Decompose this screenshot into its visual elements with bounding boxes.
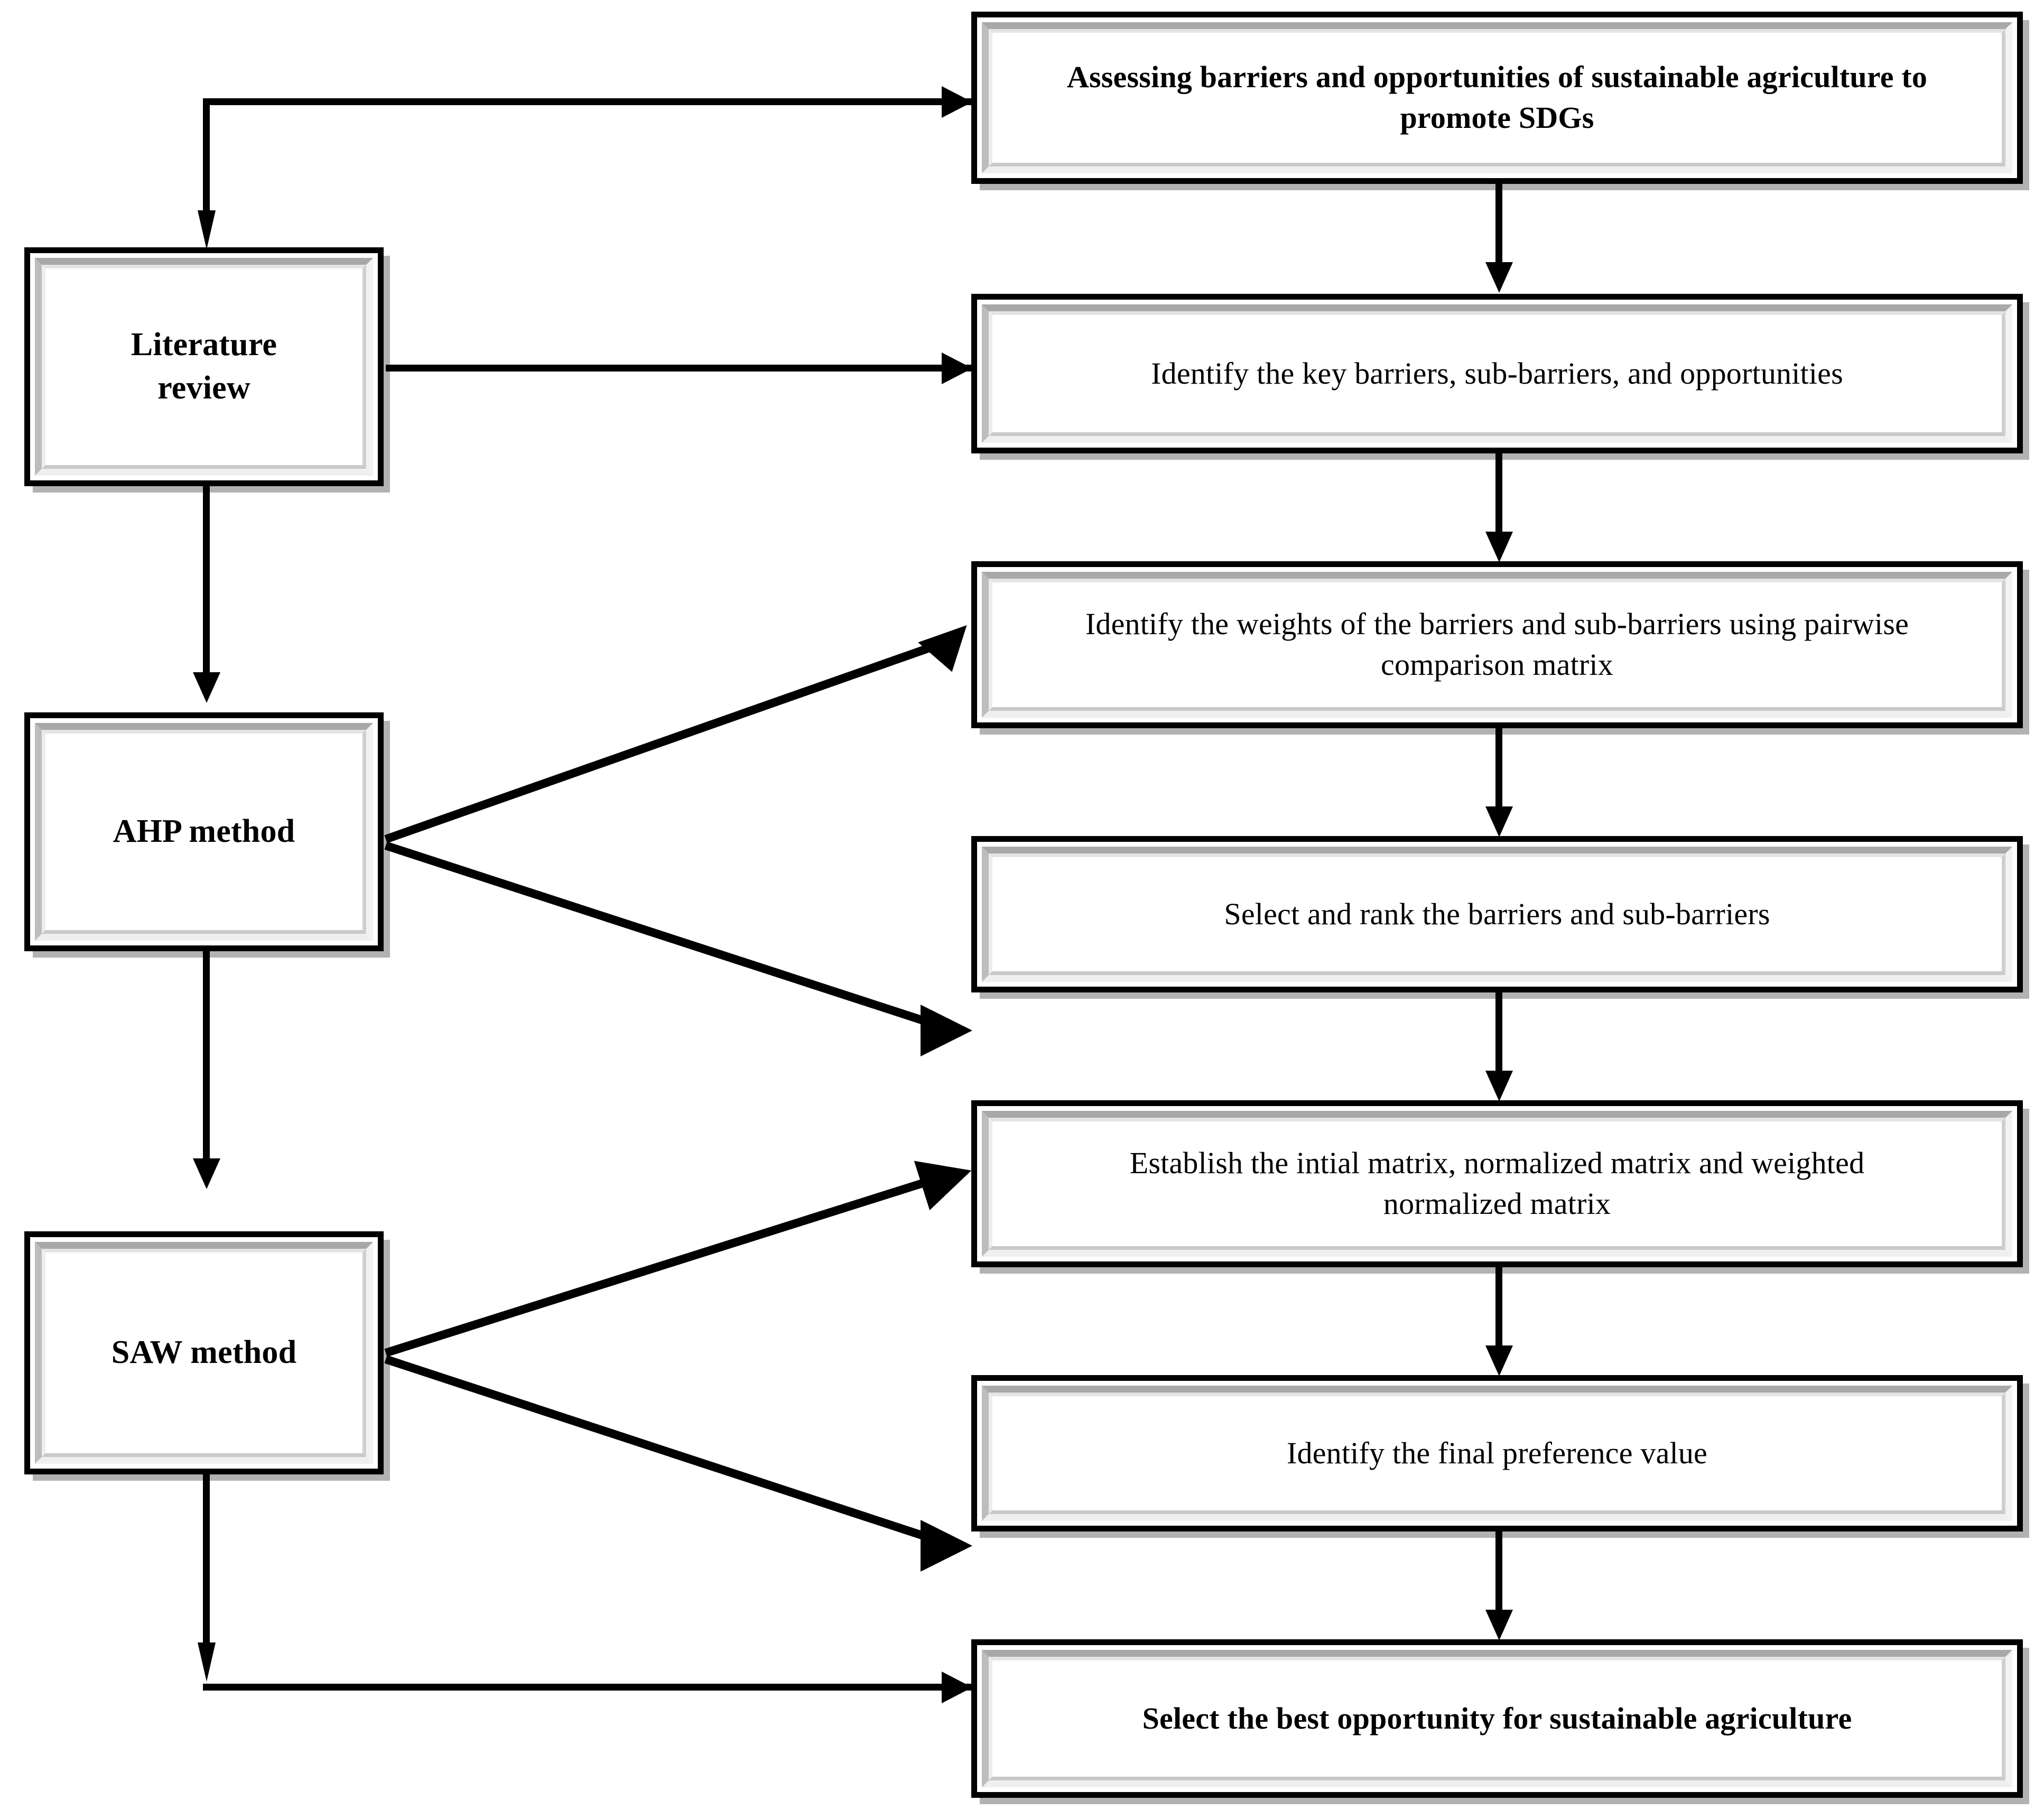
node-identify-barriers[interactable]: Identify the key barriers, sub-barriers,… xyxy=(971,294,2023,453)
arrowhead-identify-weights-to-select-rank xyxy=(1485,806,1513,837)
arrowhead-objective-to-identify-barriers xyxy=(1485,262,1513,293)
node-objective[interactable]: Assessing barriers and opportunities of … xyxy=(971,12,2023,184)
arrowhead-final-preference-to-best-opportunity xyxy=(1485,1610,1513,1640)
connector-start-to-literature-review xyxy=(203,98,210,215)
connector-select-rank-to-establish-matrix xyxy=(1495,992,1502,1074)
node-ahp-method[interactable]: AHP method xyxy=(24,712,384,951)
node-establish-matrix[interactable]: Establish the intial matrix, normalized … xyxy=(971,1100,2023,1267)
arrowhead-saw-method-bottom xyxy=(198,1642,216,1682)
arrowhead-establish-matrix-to-final-preference xyxy=(1485,1345,1513,1376)
connector-establish-matrix-to-final-preference xyxy=(1495,1267,1502,1349)
node-identify-weights-label: Identify the weights of the barriers and… xyxy=(1085,607,1909,682)
node-final-preference[interactable]: Identify the final preference value xyxy=(971,1375,2023,1531)
connector-identify-weights-to-select-rank xyxy=(1495,728,1502,810)
connector-objective-to-identify-barriers xyxy=(1495,184,1502,266)
node-saw-method[interactable]: SAW method xyxy=(24,1231,384,1474)
connector-identify-barriers-to-identify-weights xyxy=(1495,453,1502,535)
node-best-opportunity-label: Select the best opportunity for sustaina… xyxy=(1142,1701,1852,1735)
node-select-rank[interactable]: Select and rank the barriers and sub-bar… xyxy=(971,836,2023,992)
node-identify-barriers-label: Identify the key barriers, sub-barriers,… xyxy=(1151,356,1843,391)
connector-saw-method-to-best-opportunity-horizontal xyxy=(203,1684,972,1691)
connector-saw-method-to-best-opportunity-vertical xyxy=(203,1474,210,1649)
node-select-rank-label: Select and rank the barriers and sub-bar… xyxy=(1224,896,1770,931)
node-identify-weights[interactable]: Identify the weights of the barriers and… xyxy=(971,561,2023,728)
node-establish-matrix-label: Establish the intial matrix, normalized … xyxy=(1129,1146,1865,1221)
connector-literature-review-to-ahp-method xyxy=(203,486,210,676)
node-ahp-method-label: AHP method xyxy=(113,813,295,850)
connector-literature-review-to-identify-barriers xyxy=(386,365,972,372)
node-saw-method-label: SAW method xyxy=(111,1334,297,1371)
arrowhead-select-rank-to-establish-matrix xyxy=(1485,1071,1513,1101)
node-best-opportunity[interactable]: Select the best opportunity for sustaina… xyxy=(971,1639,2023,1798)
arrowhead-identify-barriers-to-identify-weights xyxy=(1485,532,1513,562)
arrowhead-literature-review-to-identify-barriers xyxy=(942,352,972,384)
arrowhead-start-to-literature-review xyxy=(198,210,216,249)
arrowhead-saw-method-to-best-opportunity xyxy=(942,1672,972,1703)
arrowhead-literature-review-to-ahp-method xyxy=(193,672,220,703)
node-final-preference-label: Identify the final preference value xyxy=(1286,1435,1707,1470)
connector-start-to-objective-horizontal xyxy=(203,98,972,105)
arrowhead-ahp-method-to-saw-method xyxy=(193,1158,220,1189)
arrowhead-start-to-objective xyxy=(942,86,972,118)
connector-ahp-method-to-saw-method xyxy=(203,951,210,1163)
connector-final-preference-to-best-opportunity xyxy=(1495,1531,1502,1613)
node-literature-review[interactable]: Literature review xyxy=(24,247,384,486)
node-literature-review-label: Literature review xyxy=(131,327,277,406)
node-objective-label: Assessing barriers and opportunities of … xyxy=(1066,60,1928,135)
